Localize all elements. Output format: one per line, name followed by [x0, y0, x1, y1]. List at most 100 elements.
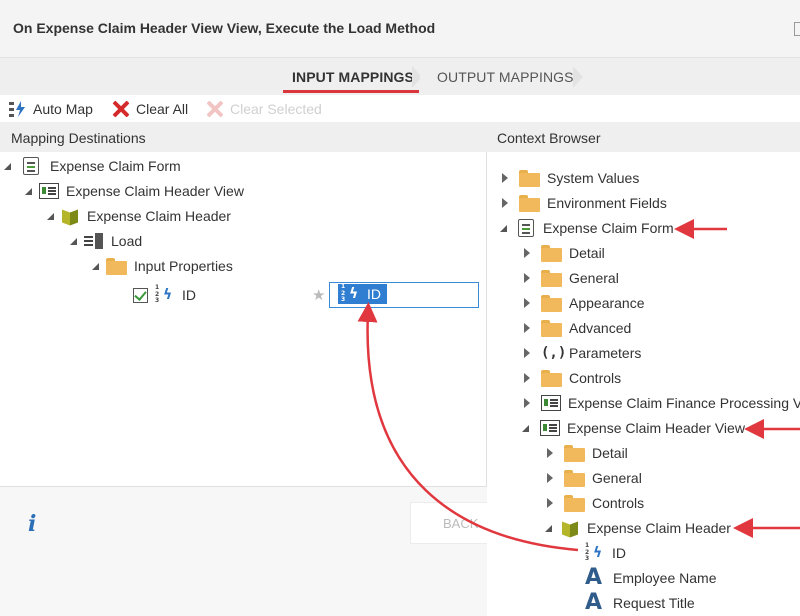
tree-node-label: Expense Claim Header View [567, 420, 745, 436]
tree-node-expense-claim-form[interactable]: Expense Claim Form [4, 155, 181, 177]
folder-icon [519, 169, 540, 187]
collapsed-arrow-icon[interactable] [524, 348, 530, 358]
collapsed-arrow-icon[interactable] [524, 323, 530, 333]
tree-node-label: Expense Claim Form [50, 158, 181, 174]
folder-icon [519, 194, 540, 212]
tab-output-mappings[interactable]: OUTPUT MAPPINGS [437, 69, 574, 85]
folder-icon [564, 469, 585, 487]
tree-node-label: General [592, 470, 642, 486]
clear-selected-x-icon [205, 99, 225, 119]
expanded-arrow-icon[interactable] [47, 212, 54, 220]
context-node-view-detail[interactable]: Detail [545, 442, 628, 464]
auto-map-button[interactable]: Auto Map [8, 99, 93, 119]
context-node-controls[interactable]: Controls [522, 367, 621, 389]
tree-node-label: Parameters [569, 345, 642, 361]
expanded-arrow-icon[interactable] [25, 187, 32, 195]
context-node-request-title[interactable]: A Request Title [585, 592, 695, 614]
expanded-arrow-icon[interactable] [92, 262, 99, 270]
tree-node-label: Input Properties [134, 258, 233, 274]
tree-node-label: System Values [547, 170, 640, 186]
collapsed-arrow-icon[interactable] [524, 248, 530, 258]
folder-icon [541, 294, 562, 312]
collapsed-arrow-icon[interactable] [524, 298, 530, 308]
context-node-environment-fields[interactable]: Environment Fields [500, 192, 667, 214]
view-icon [540, 420, 560, 436]
tree-node-label: General [569, 270, 619, 286]
context-node-expense-claim-header[interactable]: Expense Claim Header [545, 517, 731, 539]
info-icon[interactable]: i [28, 511, 37, 537]
clear-selected-label: Clear Selected [230, 101, 322, 117]
context-node-finance-processing-view[interactable]: Expense Claim Finance Processing Vi [522, 392, 800, 414]
tab-output-background [420, 66, 575, 88]
tree-node-label: Controls [569, 370, 622, 386]
mapping-destinations-pane [0, 152, 487, 487]
collapsed-arrow-icon[interactable] [524, 273, 530, 283]
tree-node-label: Appearance [569, 295, 645, 311]
context-browser-header: Context Browser [487, 122, 800, 152]
tree-node-expense-claim-header-view[interactable]: Expense Claim Header View [25, 180, 244, 202]
collapsed-arrow-icon[interactable] [524, 398, 530, 408]
tree-node-label: Advanced [569, 320, 632, 336]
view-icon [39, 183, 59, 199]
expanded-arrow-icon[interactable] [500, 224, 507, 232]
context-node-detail[interactable]: Detail [522, 242, 605, 264]
context-node-general[interactable]: General [522, 267, 619, 289]
string-icon: A [585, 565, 603, 590]
context-node-expense-claim-form[interactable]: Expense Claim Form [500, 217, 674, 239]
collapsed-arrow-icon[interactable] [547, 448, 553, 458]
folder-icon [564, 444, 585, 462]
maximize-icon[interactable] [794, 22, 800, 36]
clear-x-icon [111, 99, 131, 119]
expanded-arrow-icon[interactable] [522, 424, 529, 432]
context-node-view-controls[interactable]: Controls [545, 492, 644, 514]
collapsed-arrow-icon[interactable] [524, 373, 530, 383]
clear-selected-button[interactable]: Clear Selected [205, 99, 322, 119]
tree-node-label: Controls [592, 495, 645, 511]
clear-all-button[interactable]: Clear All [111, 99, 188, 119]
tree-node-label: Detail [569, 245, 605, 261]
back-button[interactable]: BACK [410, 502, 490, 544]
tree-node-load[interactable]: Load [70, 230, 142, 252]
clear-all-label: Clear All [136, 101, 189, 117]
collapsed-arrow-icon[interactable] [547, 473, 553, 483]
collapsed-arrow-icon[interactable] [547, 498, 553, 508]
string-icon: A [585, 590, 603, 615]
tree-node-label: Expense Claim Header View [66, 183, 244, 199]
context-node-appearance[interactable]: Appearance [522, 292, 645, 314]
form-icon [23, 157, 39, 175]
checkbox-checked-icon[interactable] [133, 287, 148, 303]
folder-icon [541, 319, 562, 337]
context-node-view-general[interactable]: General [545, 467, 642, 489]
folder-icon [541, 269, 562, 287]
method-icon [84, 232, 104, 250]
context-node-system-values[interactable]: System Values [500, 167, 639, 189]
mapping-destinations-header: Mapping Destinations [0, 122, 487, 152]
context-node-parameters[interactable]: (,) Parameters [522, 342, 641, 364]
tab-input-mappings[interactable]: INPUT MAPPINGS [292, 69, 414, 85]
form-icon [518, 219, 534, 237]
tree-node-label: ID [612, 545, 626, 561]
required-star-icon: ★ [312, 287, 326, 304]
collapsed-arrow-icon[interactable] [502, 173, 508, 183]
expanded-arrow-icon[interactable] [4, 162, 11, 170]
context-node-employee-name[interactable]: A Employee Name [585, 567, 717, 589]
tree-node-expense-claim-header[interactable]: Expense Claim Header [47, 205, 231, 227]
tree-node-input-properties[interactable]: Input Properties [92, 255, 233, 277]
context-node-advanced[interactable]: Advanced [522, 317, 631, 339]
expanded-arrow-icon[interactable] [545, 524, 552, 532]
context-node-expense-claim-header-view[interactable]: Expense Claim Header View [522, 417, 745, 439]
tree-node-label: Expense Claim Header [587, 520, 731, 536]
expanded-arrow-icon[interactable] [70, 237, 77, 245]
tree-node-label: Detail [592, 445, 628, 461]
folder-icon [564, 494, 585, 512]
parameters-icon: (,) [541, 345, 567, 361]
collapsed-arrow-icon[interactable] [502, 198, 508, 208]
view-icon [541, 395, 561, 411]
tab-end-chevron [573, 66, 583, 88]
tree-node-label: Employee Name [613, 570, 717, 586]
